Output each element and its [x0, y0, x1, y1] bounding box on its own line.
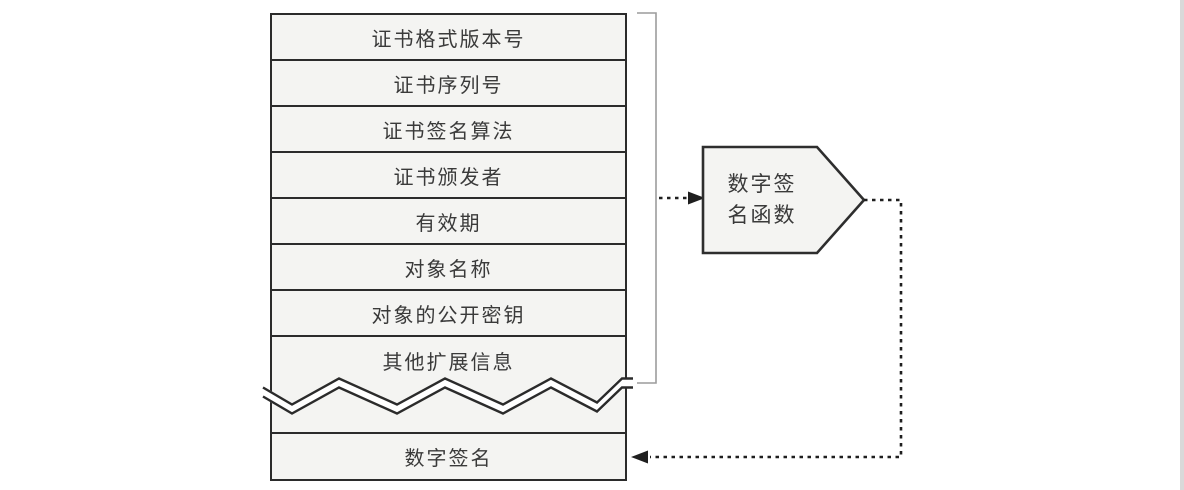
stack-row-version: 证书格式版本号: [272, 15, 625, 61]
page-edge: [1180, 0, 1184, 490]
signature-function-label-line2: 名函数: [727, 202, 797, 227]
return-arrow-to-digital-signature: [631, 198, 903, 464]
stack-row-issuer: 证书颁发者: [272, 153, 625, 199]
stack-row-label: 有效期: [415, 212, 482, 235]
stack-row-public-key: 对象的公开密钥: [272, 291, 625, 337]
stack-row-label: 数字签名: [404, 448, 493, 470]
stack-row-subject-name: 对象名称: [272, 245, 625, 291]
arrowhead-right-icon: [688, 191, 705, 205]
stack-row-extensions: 其他扩展信息: [272, 337, 625, 383]
certificate-stack: 证书格式版本号 证书序列号 证书签名算法 证书颁发者 有效期 对象名称 对象的公…: [270, 13, 627, 481]
signed-fields-bracket: [637, 12, 657, 384]
stack-row-label: 证书签名算法: [382, 120, 515, 143]
stack-row-signature-algorithm: 证书签名算法: [272, 107, 625, 153]
signature-function-label: 数字签 名函数: [703, 148, 821, 251]
stack-row-label: 对象名称: [404, 258, 493, 281]
stack-row-label: 对象的公开密钥: [371, 304, 526, 327]
stack-row-digital-signature: 数字签名: [272, 432, 625, 479]
tear-band: [272, 383, 625, 432]
signature-function-shape: [701, 145, 866, 255]
arrow-to-signature-function: [659, 191, 705, 205]
stack-row-serial: 证书序列号: [272, 61, 625, 107]
stack-row-label: 证书格式版本号: [371, 28, 526, 51]
signature-function-label-line1: 数字签: [727, 171, 797, 196]
stack-row-label: 证书序列号: [393, 74, 504, 97]
stack-row-label: 证书颁发者: [393, 166, 504, 189]
arrowhead-left-icon: [631, 450, 648, 464]
stack-row-validity: 有效期: [272, 199, 625, 245]
stack-row-label: 其他扩展信息: [382, 351, 515, 374]
